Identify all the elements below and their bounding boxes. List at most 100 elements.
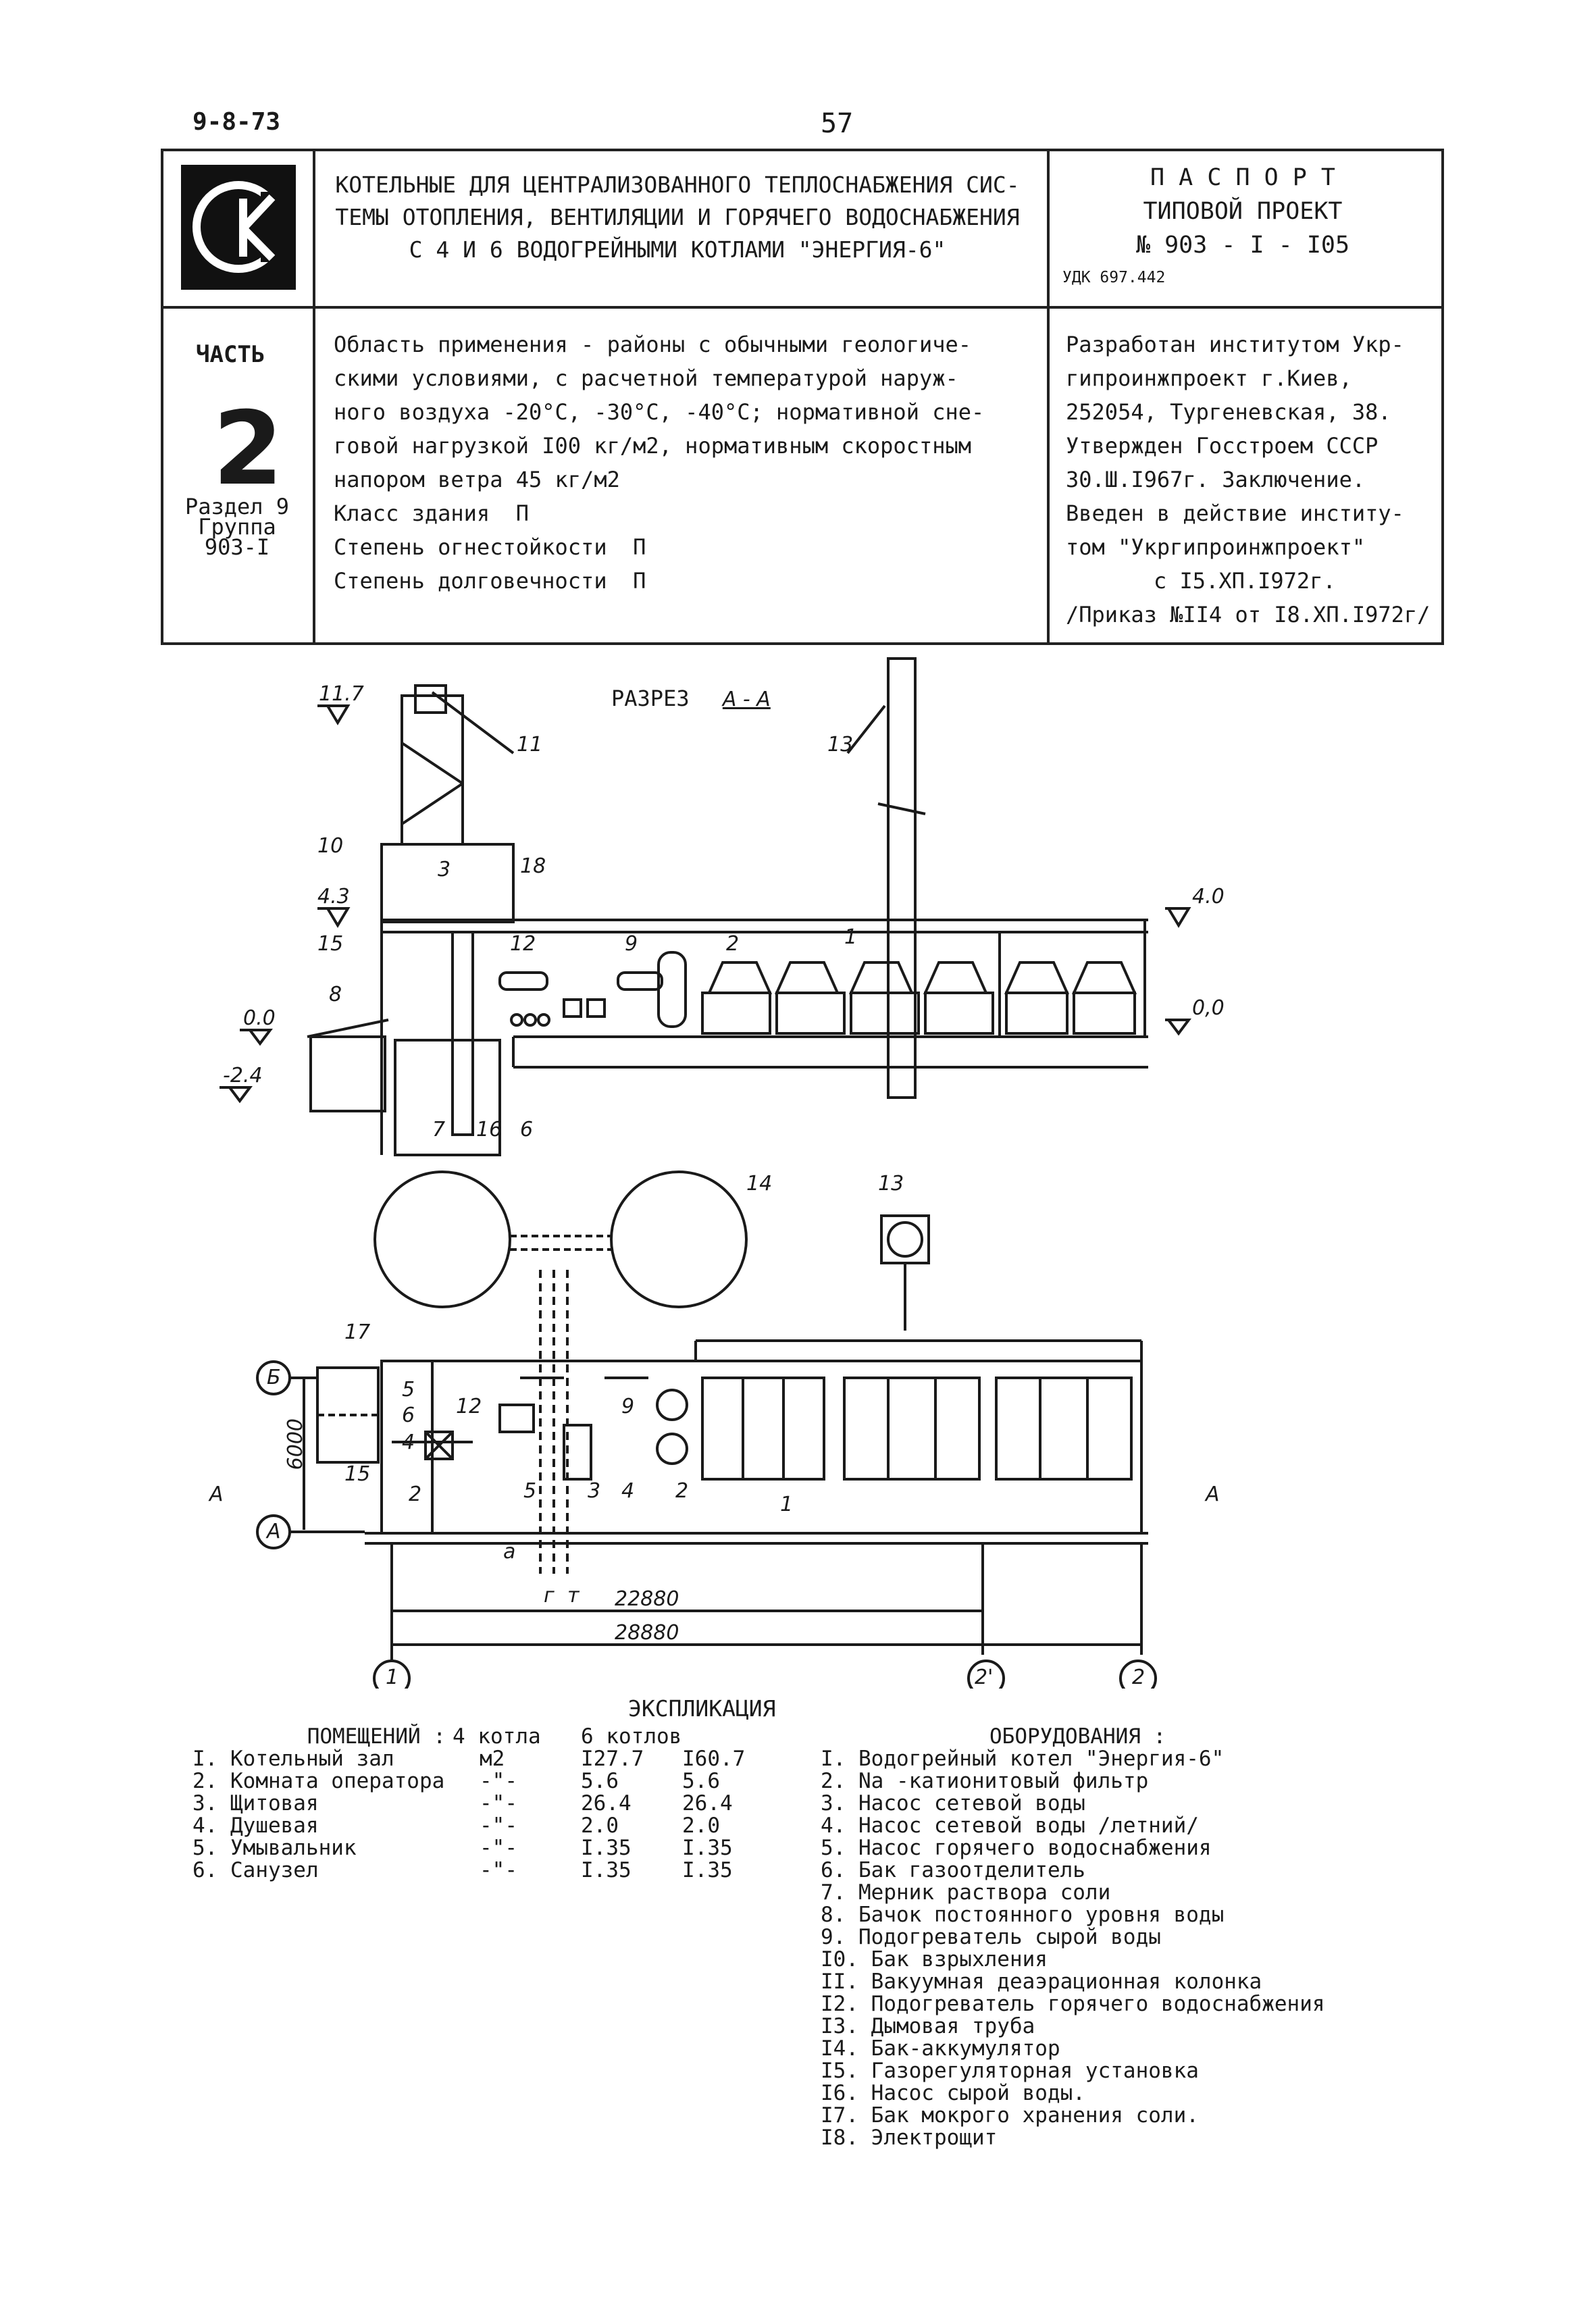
group-code: 903-I [204,534,270,560]
list-item: I8. Электрощит [821,2126,998,2150]
callout-label: 14 [746,1172,773,1195]
list-item: I6. Насос сырой воды. [821,2081,1085,2105]
axis-marker [256,1514,291,1549]
callout-label: 17 [344,1320,371,1344]
section-cut-mark: А [209,1483,224,1506]
room-area-6: I.35 [682,1836,733,1860]
rooms-header-row: ПОМЕЩЕНИЙ : 4 котла 6 котлов [192,1726,783,1748]
room-name: 6. Санузел [192,1858,319,1882]
room-name: 2. Комната оператора [192,1769,445,1793]
rooms-header: ПОМЕЩЕНИЙ : [307,1724,446,1749]
list-item: 9. Подогреватель сырой воды [821,1925,1161,1949]
accumulator-tank [610,1171,748,1308]
col-6-boilers: 6 котлов [581,1724,682,1749]
col-4-boilers: 4 котла [453,1724,541,1749]
list-item: 6. Бак газоотделитель [821,1858,1085,1882]
room-area-4: 2.0 [581,1814,619,1838]
boiler [775,992,846,1035]
boiler [1005,992,1069,1035]
list-item: 8. Бачок постоянного уровня воды [821,1903,1225,1927]
callout-label: 7 [432,1118,446,1141]
callout-label: 4 [621,1479,635,1503]
callout-label: 8 [329,983,342,1006]
room-unit: -"- [480,1858,517,1882]
table-row: 3. Щитовая -"- 26.4 26.4 [192,1793,783,1815]
section-line: Раздел 9 [184,494,290,519]
application-line: Область применения - районы с обычными г… [334,332,972,357]
heater [498,971,548,991]
equipment-list: ОБОРУДОВАНИЯ : I. Водогрейный котел "Эне… [821,1726,1325,2149]
developer-line: Утвержден Госстроем СССР [1066,433,1379,459]
room-number: 2 [409,1483,422,1506]
callout-label: 12 [456,1395,482,1418]
list-item: I4. Бак-аккумулятор [821,2036,1060,2061]
application-line: напором ветра 45 кг/м2 [334,467,620,492]
technical-drawing [220,657,1191,1689]
salt-tank-pit [309,1035,386,1112]
group-line: Группа [198,514,276,540]
chimney-section [887,657,917,1099]
equipment-header: ОБОРУДОВАНИЯ : [989,1724,1166,1749]
utility-mark: г [544,1584,555,1608]
axis-label: 2 [1132,1666,1145,1689]
section-group: Раздел 9 Группа 903-I [173,494,301,560]
developer-info: Разработан институтом Укр- гипроинжпроек… [1066,328,1444,632]
callout-label: 3 [588,1479,601,1503]
table-row: 5. Умывальник -"- I.35 I.35 [192,1837,783,1859]
part-label: ЧАСТЬ [196,341,265,368]
room-area-4: I.35 [581,1836,632,1860]
title-block-frame [161,149,1444,645]
list-item: I. Водогрейный котел "Энергия-6" [821,1747,1225,1771]
callout-label: 1 [844,925,858,949]
boiler [924,992,994,1035]
room-unit: -"- [480,1769,517,1793]
upper-room [380,843,515,923]
room-area-6: 26.4 [682,1791,733,1816]
developer-line: 252054, Тургеневская, 38. [1066,399,1391,425]
list-item: II. Вакуумная деаэрационная колонка [821,1970,1262,1994]
level-label: 4.0 [1192,885,1225,908]
list-item: I5. Газорегуляторная установка [821,2059,1199,2083]
callout-label: 12 [510,932,536,956]
room-area-4: 5.6 [581,1769,619,1793]
axis-marker [967,1660,1005,1689]
list-item: I0. Бак взрыхления [821,1947,1048,1972]
heater [617,971,663,991]
room-name: 5. Умывальник [192,1836,357,1860]
room-area-6: 2.0 [682,1814,720,1838]
developer-line: /Приказ №II4 от I8.ХП.I972г/ [1066,602,1431,627]
callout-label: 5 [523,1479,537,1503]
table-row: I. Котельный зал м2 I27.7 I60.7 [192,1748,783,1770]
callout-label: 13 [827,733,854,756]
list-item: 3. Насос сетевой воды [821,1791,1085,1816]
callout-label: 18 [520,854,546,878]
dimension-label: 28880 [615,1621,679,1645]
table-row: 2. Комната оператора -"- 5.6 5.6 [192,1770,783,1793]
durability: Степень долговечности П [334,568,646,594]
building-class: Класс здания П [334,500,529,526]
developer-line: гипроинжпроект г.Киев, [1066,365,1352,391]
standard-logo [181,165,296,290]
table-row: 6. Санузел -"- I.35 I.35 [192,1859,783,1882]
room-name: I. Котельный зал [192,1747,394,1771]
list-item: I3. Дымовая труба [821,2014,1035,2038]
utility-mark: а [503,1540,516,1564]
udk-code: УДК 697.442 [1062,269,1166,286]
room-number: 5 [402,1378,415,1402]
developer-line: с I5.ХП.I972г. [1154,568,1336,594]
room-name: 4. Душевая [192,1814,319,1838]
axis-label: 2' [975,1666,994,1689]
level-label: 0.0 [243,1006,276,1030]
list-item: 7. Мерник раствора соли [821,1880,1111,1905]
level-label: 4.3 [317,885,350,908]
title-line: КОТЕЛЬНЫЕ ДЛЯ ЦЕНТРАЛИЗОВАННОГО ТЕПЛОСНА… [335,172,1020,198]
developer-line: 30.Ш.I967г. Заключение. [1066,467,1366,492]
axis-label: Б [267,1366,281,1389]
dimension-label: 22880 [615,1587,679,1611]
dimension-label: 6000 [284,1418,307,1470]
document-code: 9-8-73 [192,108,281,136]
callout-label: 2 [675,1479,689,1503]
level-label: 0,0 [1192,996,1225,1020]
room-unit: -"- [480,1836,517,1860]
axis-label: А [267,1520,281,1543]
